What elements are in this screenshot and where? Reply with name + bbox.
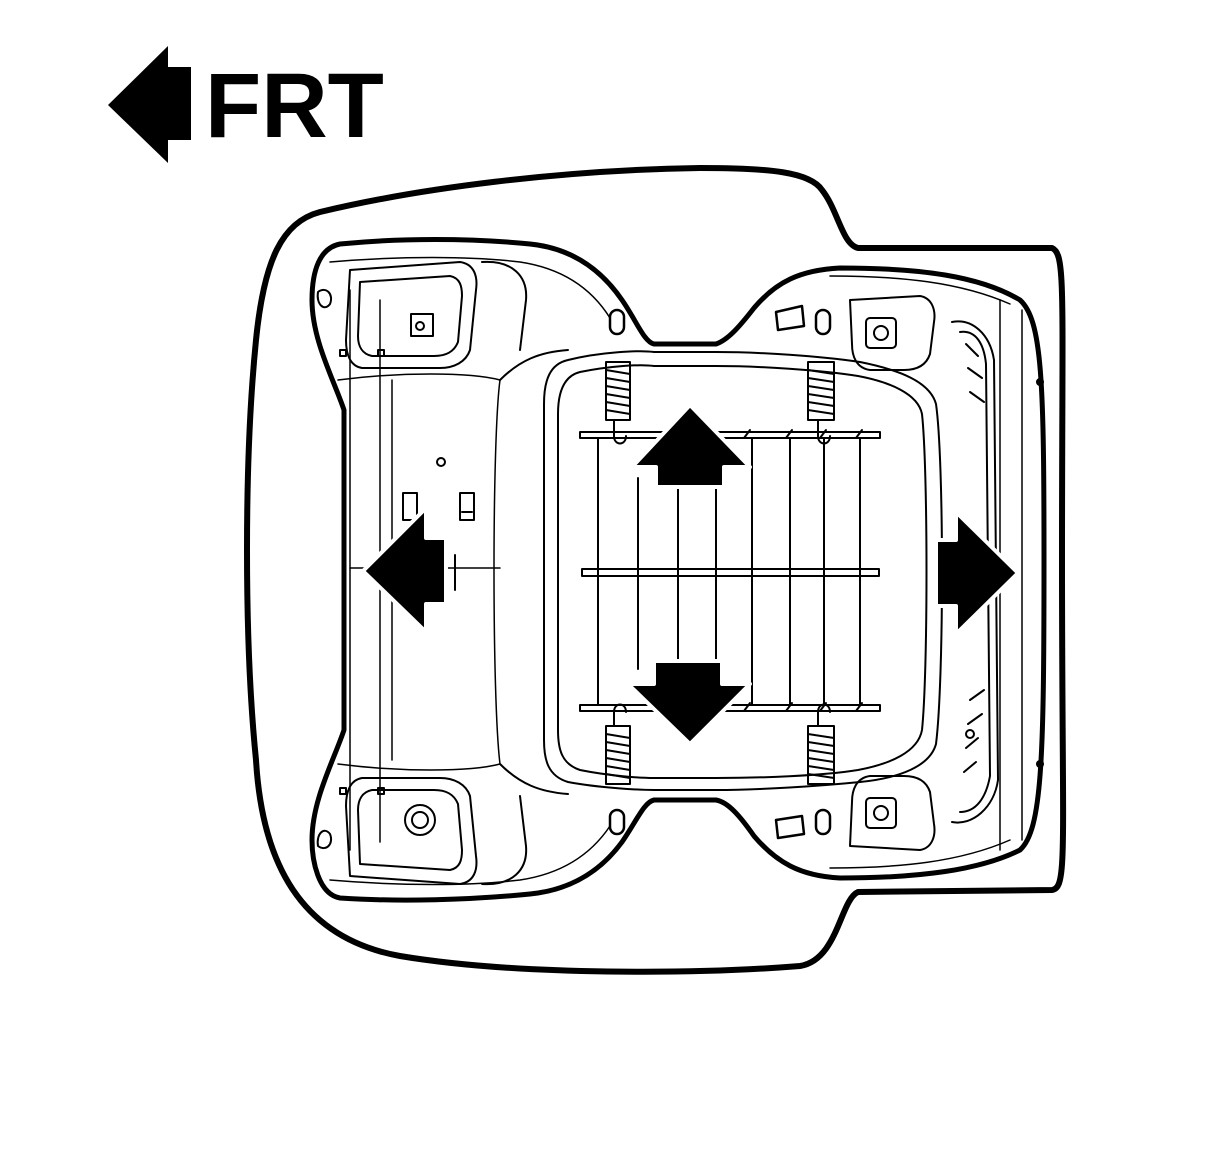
spring-front-left xyxy=(605,361,631,445)
movement-arrows xyxy=(361,403,1020,746)
right-side-rail xyxy=(951,320,1044,824)
arrow-right-icon xyxy=(934,510,1020,636)
arrow-up-icon xyxy=(630,403,752,489)
front-arrow-icon xyxy=(108,46,191,163)
front-right-bracket xyxy=(849,295,936,371)
spring-front-right xyxy=(807,361,835,445)
spring-rear-right xyxy=(807,703,835,785)
front-direction-indicator: FRT xyxy=(108,46,384,163)
left-side-features xyxy=(402,457,475,591)
spring-rear-left xyxy=(605,703,631,785)
suspension-frame xyxy=(499,349,943,795)
support-rods xyxy=(579,429,881,712)
arrow-down-icon xyxy=(626,659,752,746)
front-label: FRT xyxy=(205,55,384,157)
seat-frame-outline xyxy=(309,237,1047,903)
rear-left-bracket xyxy=(316,777,528,886)
seat-outer-outline xyxy=(244,165,1067,975)
arrow-left-icon xyxy=(361,506,448,634)
springs xyxy=(605,361,835,785)
frame-slots xyxy=(608,304,832,840)
rear-right-bracket xyxy=(849,775,936,851)
front-left-bracket xyxy=(316,260,528,369)
